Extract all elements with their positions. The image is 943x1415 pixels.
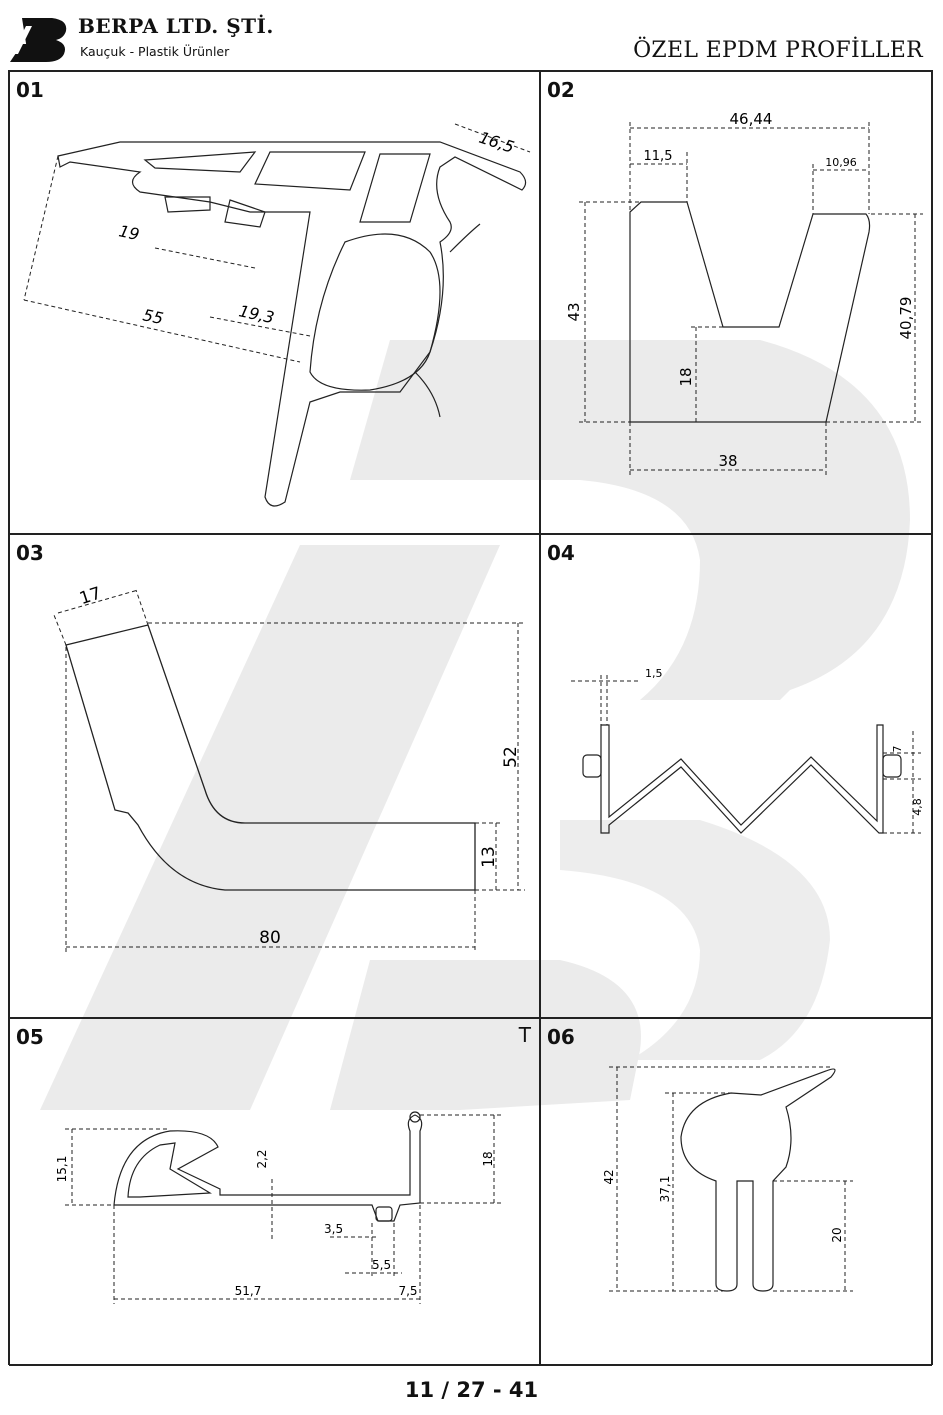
dim-label: 17 xyxy=(77,583,104,609)
dim-label: 20 xyxy=(830,1227,844,1242)
page-title: ÖZEL EPDM PROFİLLER xyxy=(633,38,923,63)
profile-grid: 01 16,5 19 55 19, xyxy=(8,70,933,1366)
dim-label: 43 xyxy=(565,302,583,321)
corner-mark: T xyxy=(518,1023,531,1047)
profile-drawing: 42 37,1 20 xyxy=(602,1066,853,1292)
panel-04: 04 1,5 4,8 7 xyxy=(540,534,932,1018)
dim-label: 18 xyxy=(481,1151,495,1166)
dim-label: 42 xyxy=(602,1169,616,1184)
panel-03: 03 17 52 13 80 xyxy=(9,534,540,1018)
dim-label: 52 xyxy=(501,746,521,768)
page-number: 11 / 27 - 41 xyxy=(404,1378,539,1402)
berpa-logo-icon xyxy=(10,18,67,62)
profile-drawing: 1,5 4,8 7 xyxy=(571,667,924,834)
dim-label: 3,5 xyxy=(324,1222,343,1236)
dim-label: 10,96 xyxy=(825,156,857,169)
profile-drawing: 16,5 19 55 19,3 xyxy=(23,123,531,507)
dim-label: 37,1 xyxy=(658,1176,672,1203)
dim-label: 46,44 xyxy=(730,110,773,128)
profile-drawing: 17 52 13 80 xyxy=(53,583,525,953)
dim-label: 18 xyxy=(677,367,695,386)
dim-label: 4,8 xyxy=(911,798,924,816)
panel-06: 06 42 37,1 20 xyxy=(540,1018,932,1366)
dim-label: 7 xyxy=(891,746,904,753)
dim-label: 5,5 xyxy=(372,1258,391,1272)
panel-number: 02 xyxy=(547,78,575,102)
dim-label: 40,79 xyxy=(897,297,915,340)
panel-number: 03 xyxy=(16,541,44,565)
dim-label: 51,7 xyxy=(235,1284,262,1298)
dim-label: 1,5 xyxy=(645,667,663,680)
dim-label: 15,1 xyxy=(55,1156,69,1183)
panel-02: 02 46,44 11,5 10,96 43 40,79 18 3 xyxy=(540,71,932,534)
panel-number: 06 xyxy=(547,1025,575,1049)
dim-label: 80 xyxy=(259,928,281,948)
profile-drawing: 15,1 2,2 18 3,5 5,5 51,7 7,5 xyxy=(55,1111,502,1304)
header: BERPA LTD. ŞTİ. Kauçuk - Plastik Ürünler… xyxy=(0,0,943,70)
panel-number: 05 xyxy=(16,1025,44,1049)
panel-number: 04 xyxy=(547,541,575,565)
dim-label: 2,2 xyxy=(255,1149,269,1168)
dim-label: 13 xyxy=(479,846,499,868)
dim-label: 19 xyxy=(117,221,141,244)
dim-label: 55 xyxy=(141,305,165,328)
company-subtitle: Kauçuk - Plastik Ürünler xyxy=(80,44,230,59)
company-name: BERPA LTD. ŞTİ. xyxy=(78,14,274,38)
dim-label: 19,3 xyxy=(237,301,276,327)
panel-number: 01 xyxy=(16,78,44,102)
profile-drawing: 46,44 11,5 10,96 43 40,79 18 38 xyxy=(565,110,923,477)
dim-label: 7,5 xyxy=(398,1284,417,1298)
panel-05: 05 T 15,1 2,2 18 xyxy=(9,1018,540,1366)
dim-label: 38 xyxy=(718,452,737,470)
panel-01: 01 16,5 19 55 19, xyxy=(9,71,540,534)
dim-label: 16,5 xyxy=(477,128,517,157)
dim-label: 11,5 xyxy=(644,149,673,164)
